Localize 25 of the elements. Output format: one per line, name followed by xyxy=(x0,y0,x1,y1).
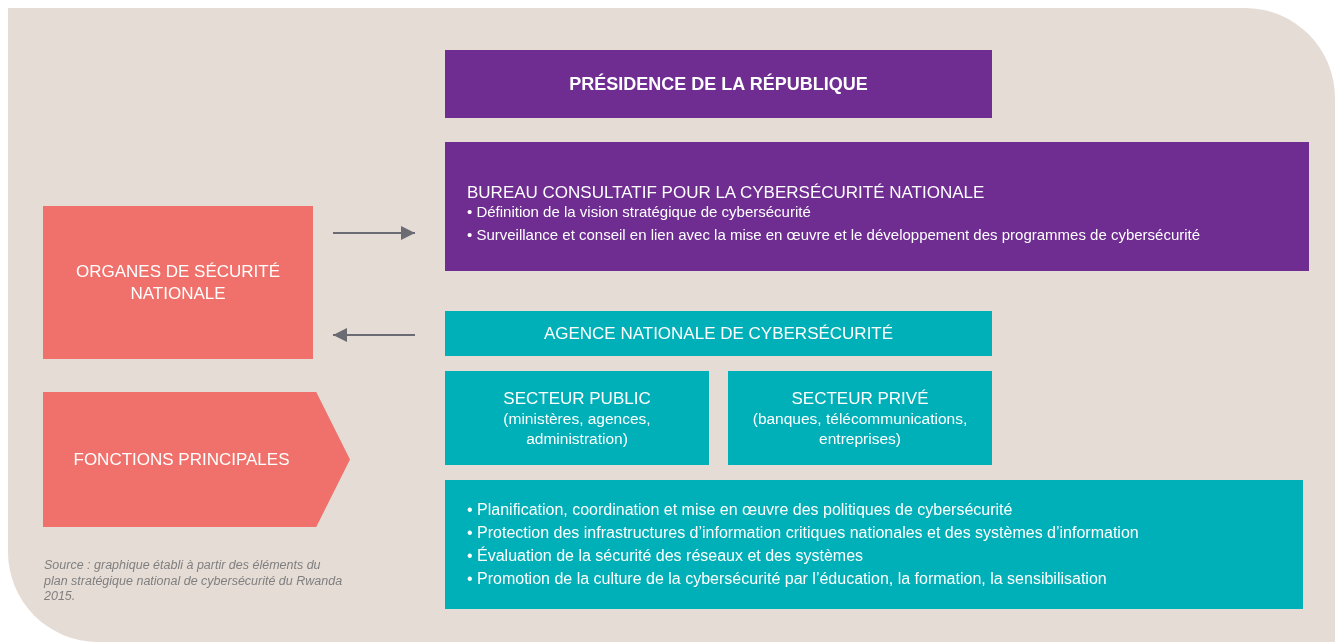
arrow xyxy=(332,226,416,240)
box-heading: • Planification, coordination et mise en œuvre des politiques de cybersécurité xyxy=(467,500,1014,520)
box-heading: BUREAU CONSULTATIF POUR LA CYBERSÉCURITÉ NATIONALE xyxy=(467,182,986,204)
box-heading: FONCTIONS PRINCIPALES xyxy=(72,448,291,471)
agency-box xyxy=(445,311,992,356)
sector-box xyxy=(445,371,709,465)
council-box xyxy=(445,142,1309,271)
box-text: (banques, télécommunications, entreprises) xyxy=(751,409,969,448)
source-note: Source : graphique établi à partir des éléments du plan stratégique national de cybersécurité du Rwanda 2015. xyxy=(44,558,344,605)
security-box xyxy=(43,206,313,359)
box-text: • Surveillance et conseil en lien avec la mise en œuvre et le développement des programmes de cybersécurité xyxy=(467,226,1202,245)
box-text: • Évaluation de la sécurité des réseaux et des systèmes xyxy=(467,546,865,566)
box-text: (ministères, agences, administration) xyxy=(502,409,652,448)
box-text: • Promotion de la culture de la cybersécurité par l’éducation, la formation, la sensibilisation xyxy=(467,569,1108,589)
box-text: • Protection des infrastructures d’information critiques nationales et des systèmes d’information xyxy=(467,523,1140,543)
title-box xyxy=(445,50,992,118)
box-heading: AGENCE NATIONALE DE CYBERSÉCURITÉ xyxy=(542,322,895,345)
sector-box xyxy=(728,371,992,465)
functions-box xyxy=(445,480,1303,609)
box-heading: ORGANES DE SÉCURITÉ NATIONALE xyxy=(74,261,281,304)
box-heading: PRÉSIDENCE DE LA RÉPUBLIQUE xyxy=(568,72,869,96)
arrow xyxy=(332,328,416,342)
box-text: • Définition de la vision stratégique de cybersécurité xyxy=(467,203,812,223)
box-heading: SECTEUR PUBLIC xyxy=(502,388,652,410)
box-heading: SECTEUR PRIVÉ xyxy=(790,388,930,410)
